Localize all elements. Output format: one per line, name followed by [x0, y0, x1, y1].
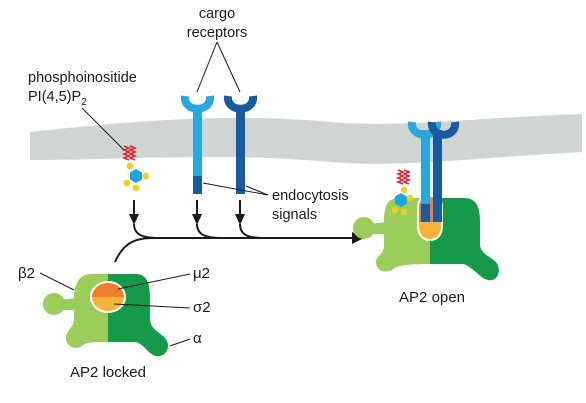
- signal-pointer-2: [245, 185, 269, 196]
- pi45p2-subscript: 2: [81, 97, 87, 108]
- ap2-locked-label: AP2 locked: [70, 364, 146, 381]
- cargo-receptors-label-line2: receptors: [187, 25, 247, 41]
- open-beta2-hinge: [370, 222, 386, 234]
- sigma2-pointer: [113, 303, 191, 309]
- open-inositol-phosphate-2: [391, 206, 399, 214]
- open-beta2-subunit: [376, 198, 430, 272]
- beta2-pointer: [39, 272, 75, 291]
- beta2-hinge: [60, 298, 76, 310]
- endocytosis-label-line2: signals: [272, 207, 317, 223]
- arrowhead-receptor2: [235, 214, 245, 225]
- plasma-membrane: [30, 114, 582, 164]
- open-lipid-phosphate: [400, 186, 408, 194]
- cargo-receptor-dark: [224, 95, 257, 194]
- inositol-phosphate-1: [123, 179, 131, 187]
- endocytosis-label-line1: endocytosis: [272, 188, 349, 204]
- cargo-pointer-left: [196, 41, 218, 93]
- open-receptor-dark-head: [428, 121, 459, 139]
- open-lipid-tail-1: [395, 169, 406, 185]
- alpha-label: α: [193, 330, 202, 347]
- sigma2-label: σ2: [193, 299, 211, 316]
- open-receptor-light-head: [408, 121, 441, 139]
- converging-arrows: [114, 200, 352, 263]
- open-lipid-tail-2: [401, 169, 412, 185]
- open-sigma2-subunit: [418, 222, 442, 240]
- arrowhead-main: [352, 232, 364, 244]
- arrow-receptor2-merge: [239, 223, 265, 239]
- mu2-label: μ2: [193, 265, 210, 282]
- sigma2-subunit: [91, 297, 125, 312]
- receptor-dark-stem: [236, 112, 245, 194]
- mu2-subunit: [91, 282, 125, 297]
- phosphoinositide-label: phosphoinositide: [28, 70, 137, 86]
- beta2-appendage: [43, 293, 65, 315]
- open-receptor-light-stem: [421, 130, 430, 222]
- receptor-light-signal: [193, 176, 202, 194]
- pi45p2-main: PI(4,5)P: [28, 89, 81, 105]
- ap2-locked-complex: [43, 274, 169, 357]
- receptor-light-head: [181, 95, 214, 113]
- inositol-ring: [130, 169, 142, 183]
- lipid-tail-2: [127, 145, 138, 161]
- open-receptor-light-signal: [421, 204, 430, 222]
- signal-pointer-1: [202, 182, 269, 196]
- ap2-open-complex: [353, 121, 499, 281]
- inositol-phosphate-3: [132, 184, 140, 192]
- receptor-dark-head: [224, 95, 257, 113]
- open-inositol-ring: [395, 193, 407, 207]
- cargo-receptor-light: [181, 95, 214, 194]
- inositol-phosphate-2: [142, 172, 150, 180]
- arrowhead-lipid: [129, 214, 139, 225]
- beta2-label: β2: [18, 265, 35, 282]
- open-phosphoinositide-lipid: [391, 169, 414, 216]
- open-alpha-subunit: [430, 198, 499, 281]
- ap2-open-label: AP2 open: [399, 289, 465, 306]
- alpha-pointer: [169, 338, 191, 347]
- open-inositol-phosphate-3: [400, 208, 408, 216]
- phosphoinositide-lipid: [121, 145, 150, 192]
- mu2-pointer: [117, 273, 191, 290]
- arrowheads: [129, 214, 364, 244]
- receptor-light-stem: [193, 112, 202, 194]
- pi45p2-label: PI(4,5)P2: [28, 89, 87, 108]
- lipid-tail-1: [121, 145, 132, 161]
- open-receptor-dark-stem: [433, 130, 442, 222]
- arrowhead-receptor1: [192, 214, 202, 225]
- cargo-pointer-right: [216, 41, 241, 93]
- open-inositol-phosphate-1: [406, 194, 414, 202]
- arrow-lipid-merge: [133, 223, 161, 239]
- mu2-sigma2-outline: [90, 281, 126, 313]
- phospho-pointer: [81, 107, 125, 151]
- lipid-phosphate: [126, 162, 134, 170]
- open-beta2-appendage: [353, 217, 375, 239]
- arrow-receptor1-merge: [196, 223, 223, 239]
- cargo-receptors-label-line1: cargo: [199, 6, 235, 22]
- arrow-main-line: [114, 237, 352, 263]
